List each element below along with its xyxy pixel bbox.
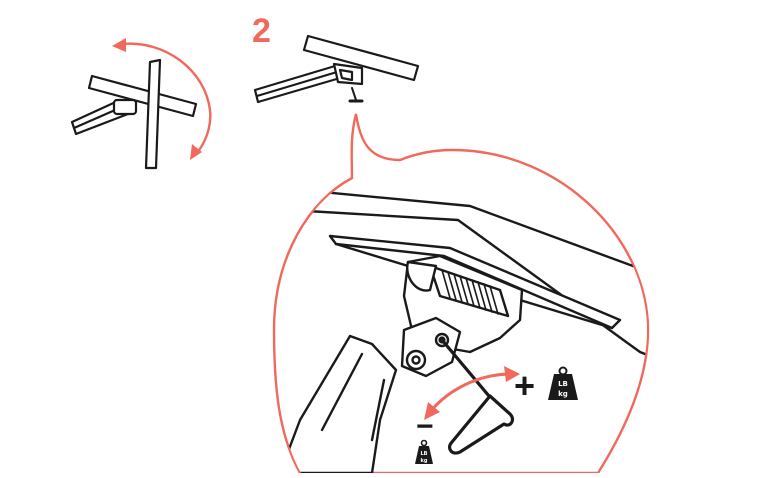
decrease-tension-sign: −: [416, 410, 434, 443]
detail-view: [278, 186, 647, 473]
allen-key-icon: [440, 338, 515, 455]
weight-label-lb: LB: [558, 380, 568, 388]
weight-label-kg: kg: [558, 390, 568, 398]
rotate-arrow-icon: [112, 38, 212, 160]
increase-tension-sign: +: [514, 365, 536, 406]
small-weight-label-lb: LB: [421, 451, 428, 457]
monitor-horizontal: [87, 74, 198, 118]
monitor-panel: [302, 34, 420, 82]
monitor-step2-illustration: [253, 34, 420, 104]
small-weight-label-kg: kg: [421, 458, 428, 464]
monitor-rotation-illustration: [70, 58, 198, 170]
weight-icon: LB kg: [548, 366, 578, 400]
step-number: 2: [252, 12, 271, 50]
arm-detail: [278, 334, 398, 473]
tension-spring: [441, 269, 499, 315]
monitor-vertical: [144, 58, 162, 170]
weight-icon-small: LB kg: [415, 439, 433, 464]
curved-double-arrow-icon: [424, 366, 520, 420]
monitor-mount: [112, 98, 138, 116]
